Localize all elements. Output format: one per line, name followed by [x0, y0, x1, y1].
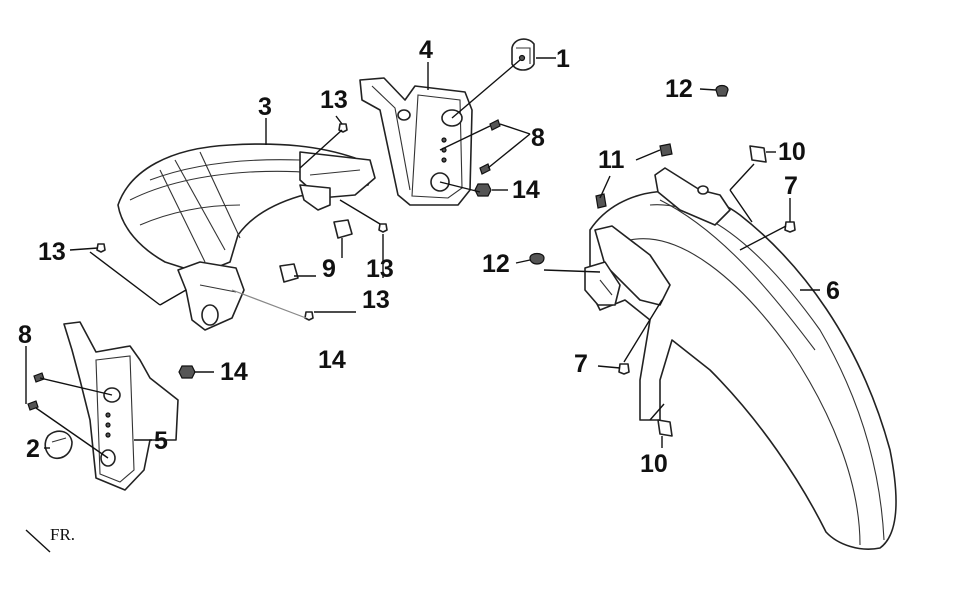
clip-part-11 — [595, 143, 673, 209]
callout-14-lower: 14 — [220, 358, 248, 386]
callout-1: 1 — [556, 45, 570, 73]
callout-7-lower: 7 — [574, 350, 588, 378]
nut-part-14 — [178, 183, 492, 379]
callout-numbers: 1 4 8 14 3 13 13 13 13 9 14 14 8 2 5 12 … — [18, 36, 840, 478]
front-direction-marker: FR. — [25, 525, 75, 553]
callout-2: 2 — [26, 435, 40, 463]
clip-part-9 — [279, 219, 353, 283]
callout-10-lower: 10 — [640, 450, 668, 478]
cap-part-1 — [511, 38, 535, 71]
callout-14-upper: 14 — [512, 176, 540, 204]
callout-11: 11 — [598, 146, 625, 174]
callout-8-lower: 8 — [18, 321, 32, 349]
callout-7-top: 7 — [784, 172, 798, 200]
screw-part-13 — [96, 123, 388, 321]
nut-part-10 — [657, 145, 767, 437]
grommet-part-12 — [529, 84, 729, 265]
callout-12-top: 12 — [665, 75, 693, 103]
callout-10-top: 10 — [778, 138, 806, 166]
inner-panel-part-5 — [63, 321, 179, 491]
callout-13-left: 13 — [38, 238, 66, 266]
callout-4: 4 — [419, 36, 433, 64]
front-cover-part-3 — [117, 143, 376, 331]
front-fender-part-6 — [584, 167, 897, 550]
callout-13-bottom: 13 — [362, 286, 390, 314]
callout-12-left: 12 — [482, 250, 510, 278]
callout-5: 5 — [154, 427, 168, 455]
leader-lines — [25, 57, 820, 459]
direction-arrow-icon — [25, 529, 51, 553]
callout-6: 6 — [826, 277, 840, 305]
direction-label: FR. — [50, 525, 75, 544]
cap-part-2 — [44, 430, 73, 460]
bolt-part-8 — [479, 119, 501, 175]
callout-8-upper: 8 — [531, 124, 545, 152]
screw-part-7 — [618, 221, 796, 375]
callout-14-middle: 14 — [318, 346, 346, 374]
callout-13-top: 13 — [320, 86, 348, 114]
callout-3: 3 — [258, 93, 272, 121]
callout-13-middle: 13 — [366, 255, 394, 283]
callout-9: 9 — [322, 255, 336, 283]
